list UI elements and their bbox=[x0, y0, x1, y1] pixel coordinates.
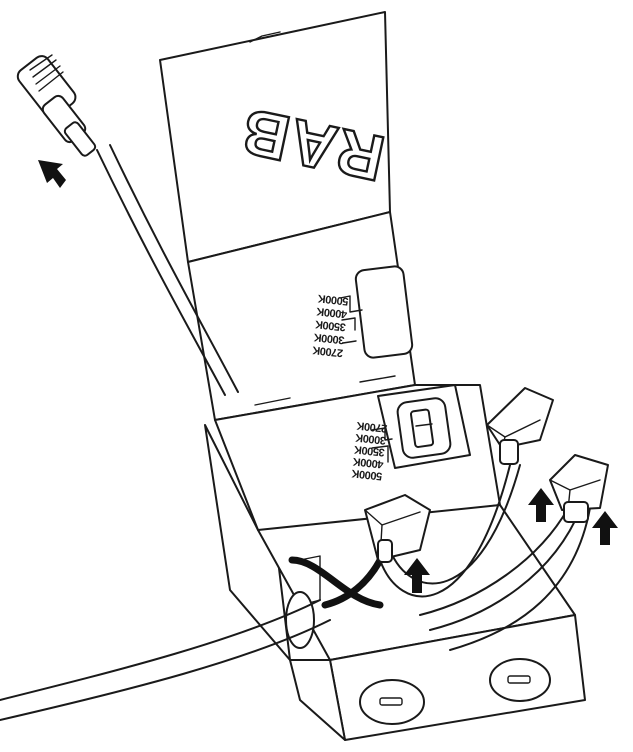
arrow-up-icon bbox=[404, 558, 430, 593]
lid-lower-panel: 2700K 3000K 3500K 4000K 5000K bbox=[187, 211, 416, 421]
lid-cct-option-5: 5000K bbox=[317, 292, 349, 307]
wires bbox=[0, 144, 591, 721]
lid-cct-option-2: 3000K bbox=[313, 331, 345, 346]
connector-middle bbox=[486, 387, 554, 465]
knockout-holes bbox=[285, 591, 551, 725]
connector-plug-icon bbox=[16, 54, 97, 157]
lid-cct-label: 2700K 3000K 3500K 4000K 5000K bbox=[312, 292, 349, 359]
arrow-up-icon bbox=[528, 488, 554, 522]
inner-cct-option-5: 2700K bbox=[356, 419, 388, 434]
lid-upper-panel: RAB bbox=[159, 11, 392, 263]
knockout-hole-icon bbox=[359, 679, 425, 725]
lid-cct-option-3: 3500K bbox=[314, 318, 346, 333]
arrow-up-icon bbox=[592, 511, 618, 545]
connector-right bbox=[549, 454, 609, 523]
arrows bbox=[38, 160, 618, 593]
inner-cct-option-4: 3000K bbox=[355, 431, 387, 446]
inner-cct-option-1: 5000K bbox=[351, 467, 383, 482]
knockout-hole-icon bbox=[489, 658, 551, 702]
lid-cct-option-1: 2700K bbox=[312, 344, 344, 359]
connector-center bbox=[364, 494, 431, 563]
label-window bbox=[354, 265, 414, 359]
cct-selector-switch-icon bbox=[377, 384, 471, 469]
arrow-up-icon bbox=[38, 160, 66, 188]
knockout-hole-icon bbox=[285, 591, 315, 649]
lid-cct-option-4: 4000K bbox=[316, 305, 348, 320]
inner-cct-option-2: 4000K bbox=[352, 455, 384, 470]
